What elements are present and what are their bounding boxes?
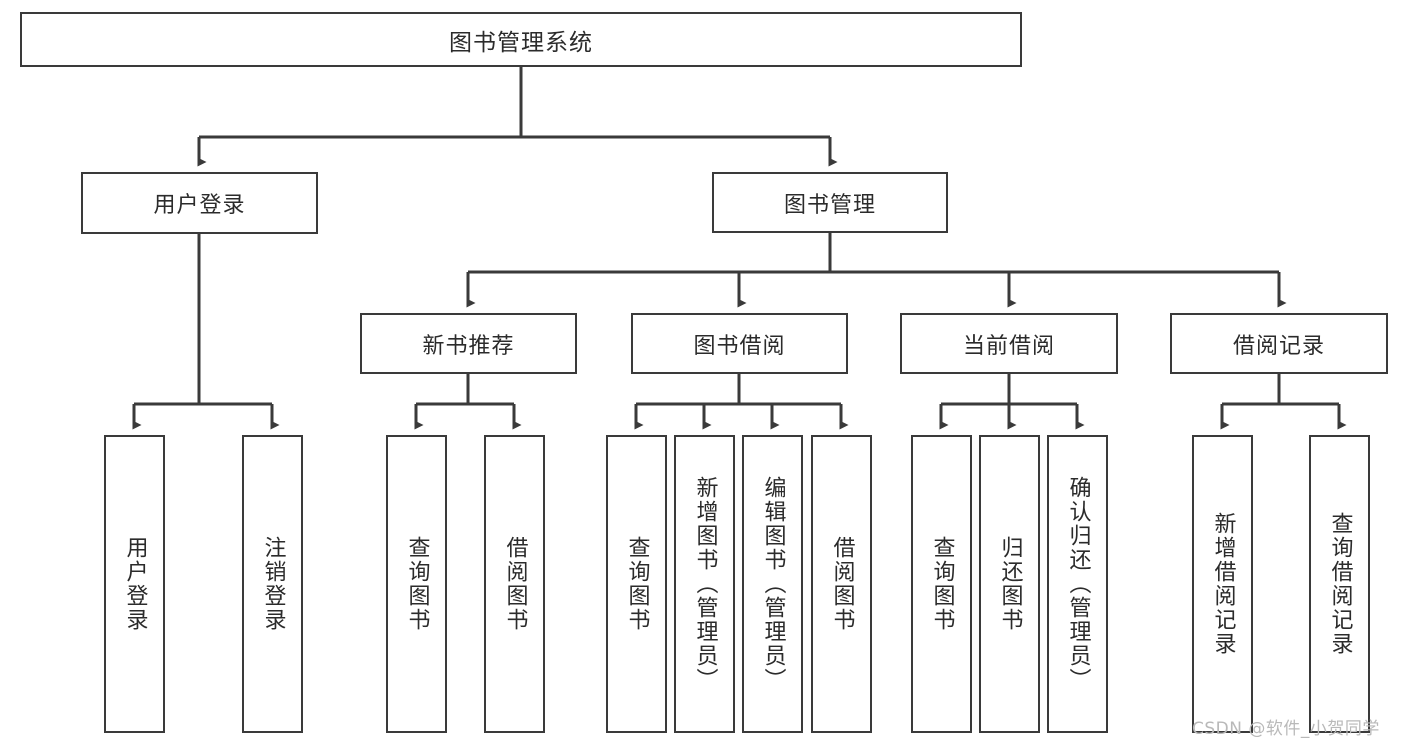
node-leaf-query-book-3[interactable]: 查询图书 xyxy=(911,435,972,733)
node-leaf-confirm-return-label: 确认归还（管理员） xyxy=(1065,476,1091,692)
node-leaf-edit-book[interactable]: 编辑图书（管理员） xyxy=(742,435,803,733)
node-root-label: 图书管理系统 xyxy=(449,29,593,56)
node-leaf-return-book-label: 归还图书 xyxy=(997,536,1023,632)
node-leaf-query-book-3-label: 查询图书 xyxy=(929,536,955,632)
node-book-borrow-label: 图书借阅 xyxy=(693,333,786,359)
node-leaf-query-book-2-label: 查询图书 xyxy=(624,536,650,632)
node-leaf-return-book[interactable]: 归还图书 xyxy=(979,435,1040,733)
node-leaf-borrow-book-1[interactable]: 借阅图书 xyxy=(484,435,545,733)
node-new-book-recommend[interactable]: 新书推荐 xyxy=(360,313,577,374)
node-user-login-label: 用户登录 xyxy=(153,193,246,218)
node-leaf-user-login[interactable]: 用户登录 xyxy=(104,435,165,733)
node-leaf-query-record-label: 查询借阅记录 xyxy=(1327,512,1353,656)
node-leaf-query-record[interactable]: 查询借阅记录 xyxy=(1309,435,1370,733)
node-leaf-query-book-1[interactable]: 查询图书 xyxy=(386,435,447,733)
csdn-watermark: CSDN @软件_小贺同学 xyxy=(1192,719,1380,739)
node-new-book-recommend-label: 新书推荐 xyxy=(422,333,515,359)
node-leaf-logout[interactable]: 注销登录 xyxy=(242,435,303,733)
node-leaf-add-book[interactable]: 新增图书（管理员） xyxy=(674,435,735,733)
node-leaf-query-book-1-label: 查询图书 xyxy=(404,536,430,632)
node-leaf-logout-label: 注销登录 xyxy=(260,536,286,632)
node-leaf-borrow-book-2[interactable]: 借阅图书 xyxy=(811,435,872,733)
node-book-management-label: 图书管理 xyxy=(783,192,876,218)
node-user-login[interactable]: 用户登录 xyxy=(81,172,318,234)
node-book-management[interactable]: 图书管理 xyxy=(712,172,948,233)
node-current-borrow-label: 当前借阅 xyxy=(962,333,1055,359)
node-leaf-edit-book-label: 编辑图书（管理员） xyxy=(760,476,786,692)
node-leaf-add-book-label: 新增图书（管理员） xyxy=(692,476,718,692)
node-leaf-add-record-label: 新增借阅记录 xyxy=(1210,512,1236,656)
node-leaf-query-book-2[interactable]: 查询图书 xyxy=(606,435,667,733)
node-leaf-add-record[interactable]: 新增借阅记录 xyxy=(1192,435,1253,733)
node-borrow-record[interactable]: 借阅记录 xyxy=(1170,313,1388,374)
node-leaf-user-login-label: 用户登录 xyxy=(122,536,148,632)
node-current-borrow[interactable]: 当前借阅 xyxy=(900,313,1118,374)
node-leaf-borrow-book-1-label: 借阅图书 xyxy=(502,536,528,632)
node-leaf-confirm-return[interactable]: 确认归还（管理员） xyxy=(1047,435,1108,733)
node-leaf-borrow-book-2-label: 借阅图书 xyxy=(829,536,855,632)
node-borrow-record-label: 借阅记录 xyxy=(1232,333,1325,359)
node-root[interactable]: 图书管理系统 xyxy=(20,12,1022,67)
node-book-borrow[interactable]: 图书借阅 xyxy=(631,313,848,374)
